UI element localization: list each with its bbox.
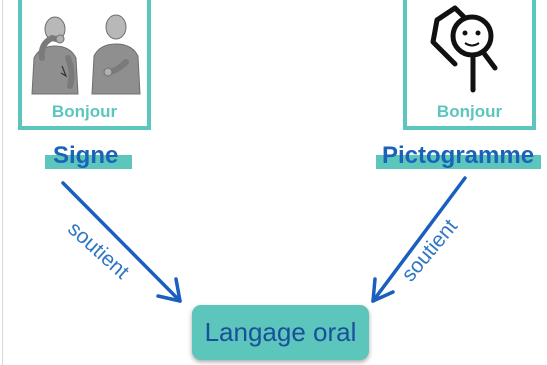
sign-card-caption: Bonjour (51, 102, 118, 121)
sign-photo (31, 14, 141, 95)
right-arrow (371, 176, 467, 303)
left-arrow (61, 181, 182, 303)
left-edge-rule (2, 0, 3, 365)
right-arrow-head (371, 277, 395, 303)
pictogram-figure (430, 5, 498, 93)
langage-oral-label: Langage oral (204, 317, 357, 347)
pictogramme-label-bar (376, 155, 541, 169)
langage-oral-box: Langage oral (192, 305, 369, 360)
left-arrow-head (156, 277, 182, 303)
pictogram-card: Bonjour (403, 0, 536, 130)
pictogram-card-caption: Bonjour (436, 102, 503, 121)
sign-card: Bonjour (18, 0, 151, 130)
signe-label: Signe (53, 142, 119, 169)
pictogramme-label: Pictogramme (382, 142, 535, 169)
signe-label-bar (45, 155, 132, 169)
